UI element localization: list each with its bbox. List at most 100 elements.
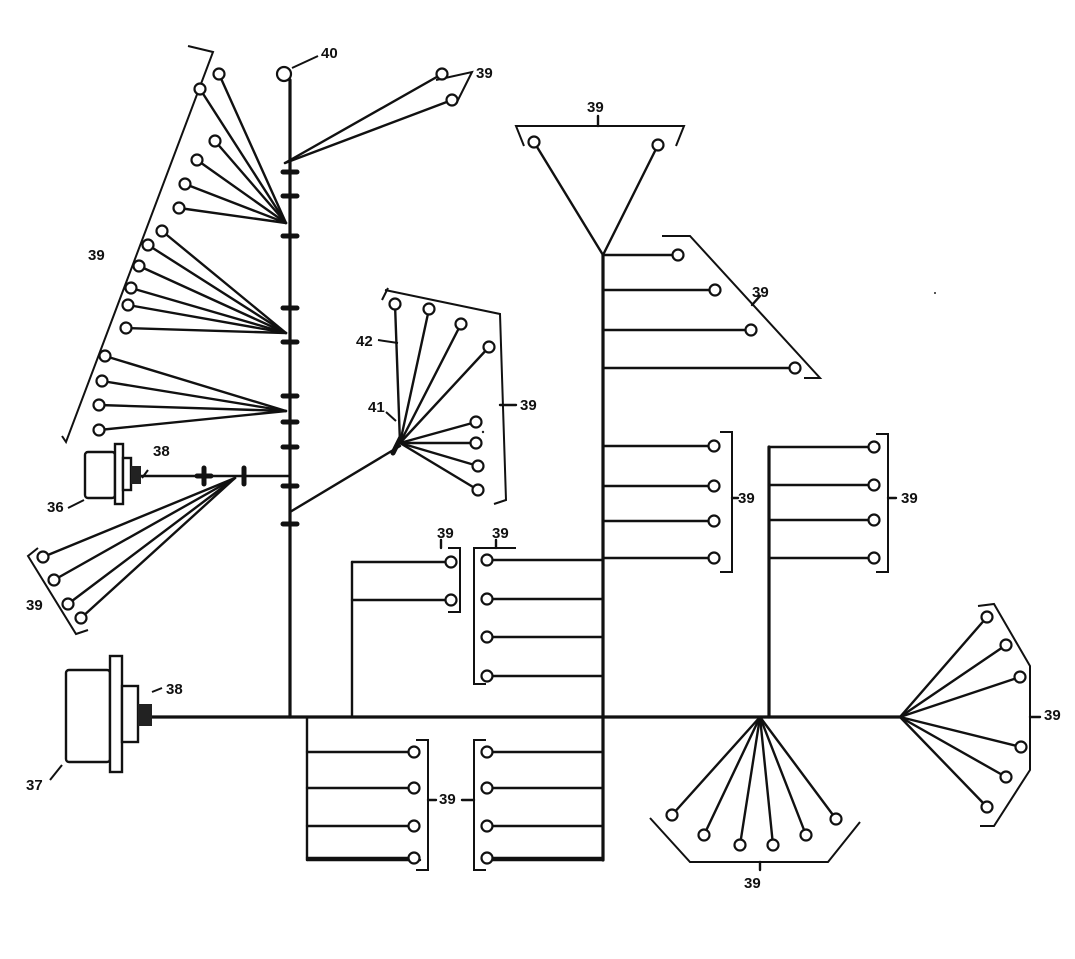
- label-39-top-right: 39: [476, 65, 493, 82]
- terminal-ring: [1001, 640, 1012, 651]
- terminal-ring: [768, 840, 779, 851]
- bracket-bottom-fan: [650, 818, 860, 862]
- label-39-center-box: 39: [520, 397, 537, 414]
- wire: [400, 443, 478, 466]
- label-39-small-a: 39: [437, 525, 454, 542]
- terminal-ring: [126, 283, 137, 294]
- terminal-ring: [482, 853, 493, 864]
- bracket-far-right-mid: [876, 434, 888, 572]
- terminal-ring: [982, 612, 993, 623]
- wire: [395, 304, 400, 443]
- label-40: 40: [321, 45, 338, 62]
- wire: [900, 717, 987, 807]
- label-38-large: 38: [166, 681, 183, 698]
- bracket-diagonal: [662, 236, 820, 378]
- bracket-right-fan: [978, 604, 1030, 826]
- terminal-ring: [473, 485, 484, 496]
- terminal-ring: [746, 325, 757, 336]
- terminal-ring: [94, 400, 105, 411]
- terminal-ring: [482, 671, 493, 682]
- terminal-ring: [210, 136, 221, 147]
- terminal-ring: [97, 376, 108, 387]
- terminal-ring: [482, 821, 493, 832]
- terminal-ring: [277, 67, 291, 81]
- terminal-ring: [869, 553, 880, 564]
- terminal-ring: [409, 783, 420, 794]
- terminal-ring: [63, 599, 74, 610]
- terminal-ring: [709, 481, 720, 492]
- receptacle-37: [66, 656, 152, 772]
- terminal-ring: [482, 747, 493, 758]
- terminal-ring: [409, 853, 420, 864]
- terminal-ring: [214, 69, 225, 80]
- wire: [760, 717, 836, 819]
- label-38-small: 38: [153, 443, 170, 460]
- label-39-lower-left: 39: [26, 597, 43, 614]
- terminal-ring: [831, 814, 842, 825]
- speck: [934, 292, 936, 294]
- bracket-center-box: [385, 290, 506, 504]
- label-39-far-right-mid: 39: [901, 490, 918, 507]
- label-39-small-b: 39: [492, 525, 509, 542]
- terminal-ring: [482, 594, 493, 605]
- terminal-ring: [529, 137, 540, 148]
- terminal-ring: [437, 69, 448, 80]
- terminal-ring: [801, 830, 812, 841]
- terminal-ring: [735, 840, 746, 851]
- wire: [285, 74, 442, 163]
- terminal-ring: [1016, 742, 1027, 753]
- label-39-triangle: 39: [587, 99, 604, 116]
- label-39-right-mid: 39: [738, 490, 755, 507]
- terminal-ring: [390, 299, 401, 310]
- wire: [200, 89, 286, 223]
- label-39-right-fan: 39: [1044, 707, 1061, 724]
- wire: [215, 141, 286, 223]
- terminal-ring: [1001, 772, 1012, 783]
- wire: [99, 411, 286, 430]
- terminal-ring: [709, 553, 720, 564]
- wire: [400, 443, 478, 490]
- terminal-ring: [94, 425, 105, 436]
- terminal-ring: [134, 261, 145, 272]
- wire: [54, 478, 235, 580]
- wire: [400, 309, 429, 443]
- terminal-ring: [446, 595, 457, 606]
- terminal-ring: [446, 557, 457, 568]
- wire: [900, 717, 1006, 777]
- bracket-small-b: [474, 548, 486, 684]
- terminal-ring: [1015, 672, 1026, 683]
- terminal-ring: [76, 613, 87, 624]
- terminal-ring: [195, 84, 206, 95]
- terminal-ring: [192, 155, 203, 166]
- terminal-ring: [653, 140, 664, 151]
- wire: [43, 478, 235, 557]
- wire: [105, 356, 286, 411]
- wire: [162, 231, 286, 333]
- label-36: 36: [47, 499, 64, 516]
- terminal-ring: [710, 285, 721, 296]
- terminal-ring: [121, 323, 132, 334]
- terminal-ring: [982, 802, 993, 813]
- terminal-ring: [709, 516, 720, 527]
- wire: [285, 100, 452, 163]
- terminal-ring: [869, 480, 880, 491]
- wire: [534, 142, 603, 255]
- terminal-ring: [471, 417, 482, 428]
- terminal-ring: [482, 555, 493, 566]
- terminal-ring: [157, 226, 168, 237]
- wire: [400, 422, 476, 443]
- wire: [400, 324, 461, 443]
- terminal-ring: [456, 319, 467, 330]
- wire: [900, 717, 1021, 747]
- terminal-ring: [174, 203, 185, 214]
- terminal-rings: [38, 67, 1027, 864]
- terminal-ring: [409, 821, 420, 832]
- terminal-ring: [709, 441, 720, 452]
- harness-wires: [43, 74, 1040, 870]
- dot-mark: [482, 431, 484, 433]
- terminal-ring: [49, 575, 60, 586]
- terminal-ring: [409, 747, 420, 758]
- terminal-ring: [484, 342, 495, 353]
- bracket-bottom-b: [474, 740, 486, 870]
